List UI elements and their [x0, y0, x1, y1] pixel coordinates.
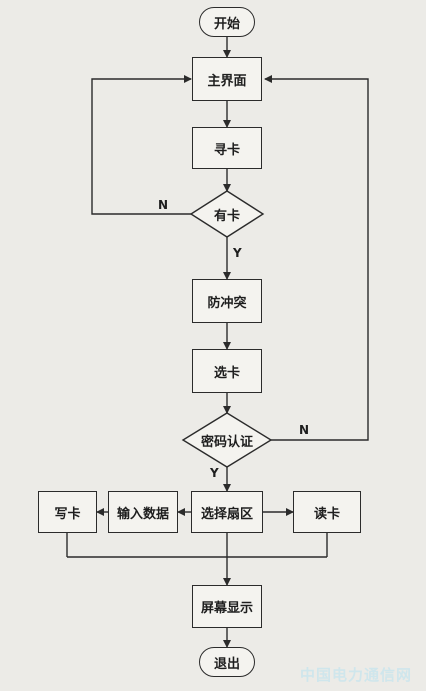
select-card-label: 选卡	[213, 365, 240, 381]
input-data-label: 输入数据	[116, 506, 169, 522]
select-sector-box: 选择扇区	[191, 491, 263, 533]
read-card-label: 读卡	[313, 506, 340, 522]
select-sector-label: 选择扇区	[200, 506, 253, 522]
screen-display-box: 屏幕显示	[192, 585, 262, 628]
watermark: 中国电力通信网	[299, 666, 412, 684]
label-n-password: N	[299, 423, 310, 437]
label-y-has-card: Y	[233, 246, 242, 260]
find-card-label: 寻卡	[213, 142, 240, 158]
exit-terminal: 退出	[199, 647, 255, 677]
find-card-box: 寻卡	[192, 127, 262, 169]
select-card-box: 选卡	[192, 349, 262, 393]
label-n-has-card: N	[158, 198, 169, 212]
loop-no-card	[91, 75, 192, 215]
label-y-password: Y	[210, 466, 219, 480]
diamond-password-auth	[181, 412, 273, 468]
main-screen-box: 主界面	[192, 57, 262, 101]
loop-password-fail	[264, 75, 369, 441]
write-card-box: 写卡	[38, 491, 97, 533]
start-terminal: 开始	[199, 7, 255, 37]
input-data-box: 输入数据	[108, 491, 178, 533]
anticollision-label: 防冲突	[207, 295, 247, 311]
anticollision-box: 防冲突	[192, 279, 262, 323]
write-card-label: 写卡	[54, 506, 81, 522]
password-auth-label: 密码认证	[200, 434, 253, 450]
exit-label: 退出	[213, 656, 240, 672]
main-screen-label: 主界面	[207, 73, 247, 89]
read-card-box: 读卡	[293, 491, 361, 533]
screen-display-label: 屏幕显示	[200, 601, 253, 616]
start-label: 开始	[213, 16, 240, 32]
diamond-has-card	[189, 190, 265, 238]
has-card-label: 有卡	[213, 208, 240, 224]
